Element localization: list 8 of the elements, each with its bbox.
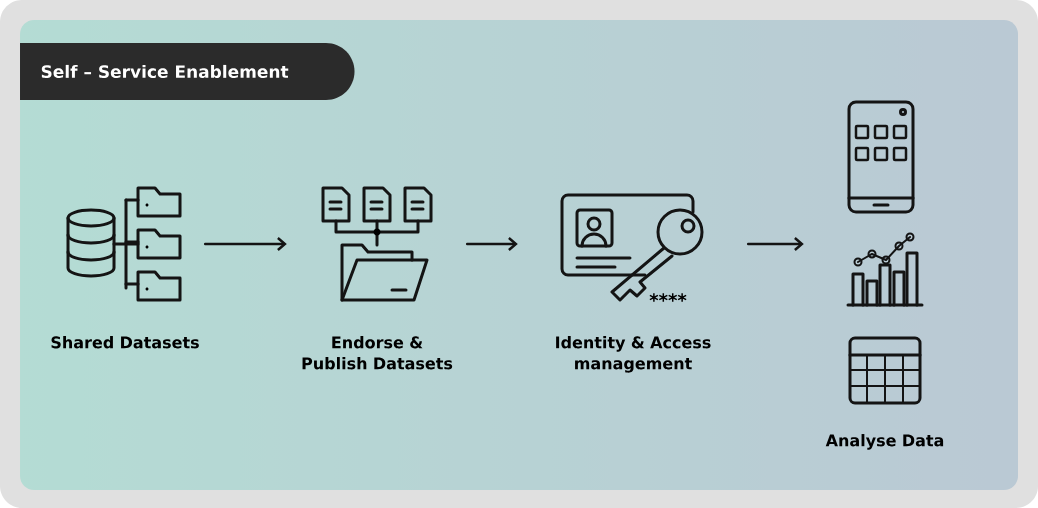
arrow: [465, 237, 518, 251]
stage-label: Endorse & Publish Datasets: [302, 336, 453, 370]
title-tab: Self – Service Enablement: [20, 43, 355, 100]
arrow: [203, 237, 287, 251]
stage-label: Identity & Access management: [556, 336, 711, 373]
stage-label: Analyse Data: [825, 434, 944, 450]
stage-label: Shared Datasets: [51, 336, 199, 349]
arrow: [746, 237, 804, 251]
